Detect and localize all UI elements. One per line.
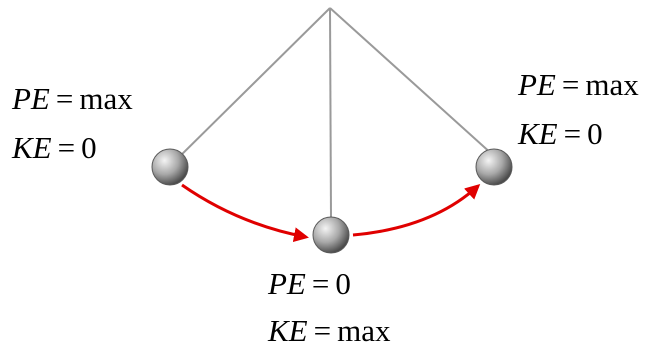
ke-symbol: KE <box>268 313 308 348</box>
right-kinetic-energy-label: KE=0 <box>518 116 603 152</box>
ke-value: 0 <box>81 130 97 165</box>
pe-value: max <box>79 81 132 116</box>
ke-value: max <box>337 313 390 348</box>
right-potential-energy-label: PE=max <box>518 67 639 103</box>
bottom-potential-energy-label: PE=0 <box>268 266 351 302</box>
string-right <box>330 8 493 155</box>
left-kinetic-energy-label: KE=0 <box>12 130 97 166</box>
equals-sign: = <box>558 116 587 151</box>
equals-sign: = <box>52 130 81 165</box>
pendulum-bob-left <box>152 149 188 185</box>
equals-sign: = <box>50 81 79 116</box>
pendulum-bob-right <box>476 149 512 185</box>
ke-symbol: KE <box>518 116 558 151</box>
string-center <box>330 8 331 219</box>
left-potential-energy-label: PE=max <box>12 81 133 117</box>
equals-sign: = <box>556 67 585 102</box>
equals-sign: = <box>308 313 337 348</box>
bottom-kinetic-energy-label: KE=max <box>268 313 390 349</box>
pe-symbol: PE <box>12 81 50 116</box>
ke-value: 0 <box>587 116 603 151</box>
pe-symbol: PE <box>268 266 306 301</box>
pe-value: 0 <box>335 266 351 301</box>
ke-symbol: KE <box>12 130 52 165</box>
motion-arrow-left <box>182 185 306 237</box>
equals-sign: = <box>306 266 335 301</box>
string-left <box>170 8 330 166</box>
pe-symbol: PE <box>518 67 556 102</box>
pendulum-bob-bottom <box>313 217 349 253</box>
motion-arrow-right <box>353 186 478 235</box>
pe-value: max <box>585 67 638 102</box>
